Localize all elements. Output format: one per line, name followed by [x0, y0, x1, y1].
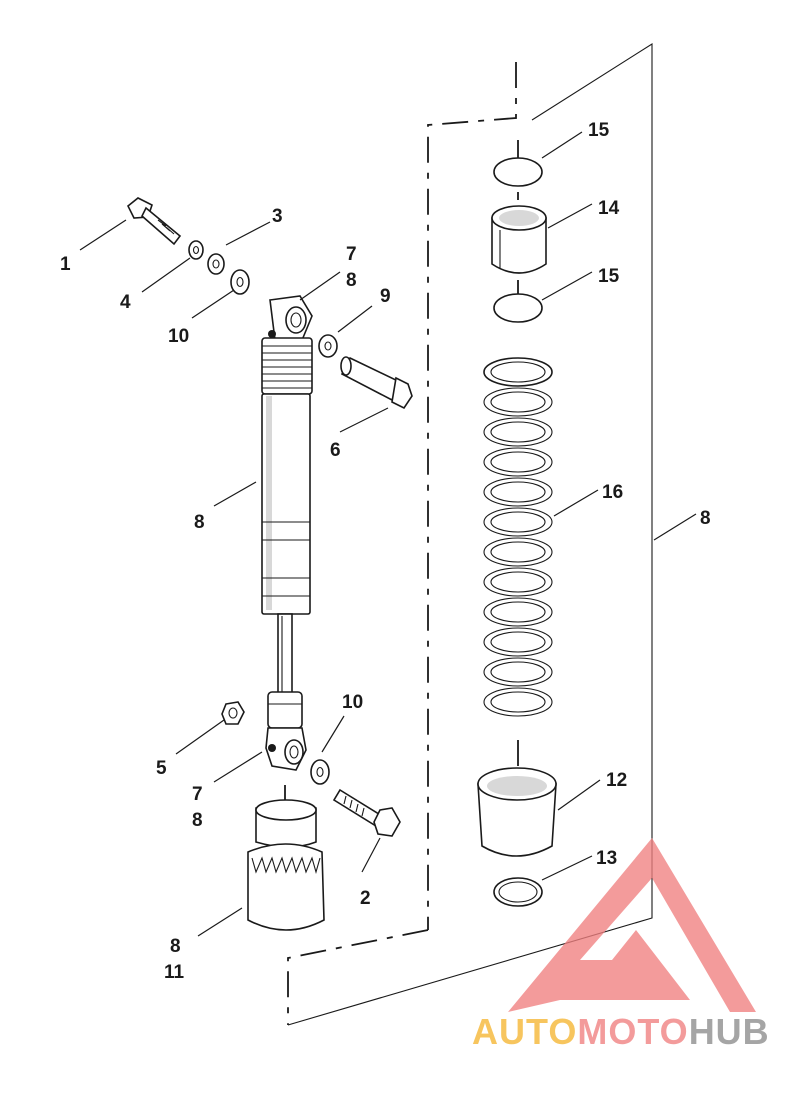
callout-4: 4 — [120, 292, 131, 313]
washers-top — [188, 240, 250, 295]
callout-5: 5 — [156, 758, 167, 779]
bolt-top — [126, 197, 182, 246]
watermark-text-hub: HUB — [689, 1011, 770, 1052]
watermark-text-auto: AUTO — [472, 1011, 577, 1052]
callout-3: 3 — [272, 206, 283, 227]
washer-and-pin — [318, 334, 413, 410]
callout-labels: 1 3 4 10 7 8 9 6 8 10 5 7 8 2 8 11 15 14… — [60, 120, 711, 983]
svg-text:AUTOMOTOHUB: AUTOMOTOHUB — [472, 1011, 770, 1052]
callout-8-assembly: 8 — [700, 508, 711, 529]
lower-washer-bolt — [310, 759, 401, 837]
callout-15-top: 15 — [588, 120, 610, 141]
callout-14: 14 — [598, 198, 620, 219]
spring-seat — [477, 767, 557, 857]
callout-8: 8 — [346, 270, 357, 291]
callout-8-shock-body: 8 — [194, 512, 205, 533]
nut — [221, 701, 245, 725]
callout-7: 7 — [346, 244, 357, 265]
watermark-triangle-logo — [508, 838, 756, 1012]
callout-6: 6 — [330, 440, 341, 461]
callout-7-lower: 7 — [192, 784, 203, 805]
automotohub-watermark: AUTOMOTOHUB — [472, 838, 770, 1052]
shock-absorber-body — [261, 295, 313, 771]
bump-stop-boot — [247, 799, 325, 931]
watermark-text-moto: MOTO — [577, 1011, 688, 1052]
snap-ring — [493, 877, 543, 907]
retaining-ring-middle — [493, 293, 543, 323]
callout-11: 11 — [164, 962, 185, 983]
callout-8-boot: 8 — [170, 936, 181, 957]
callout-1: 1 — [60, 254, 71, 275]
callout-10-lower: 10 — [342, 692, 363, 713]
callout-10: 10 — [168, 326, 189, 347]
callout-12: 12 — [606, 770, 627, 791]
callout-15-middle: 15 — [598, 266, 620, 287]
callout-13: 13 — [596, 848, 617, 869]
callout-8-lower: 8 — [192, 810, 203, 831]
callout-16: 16 — [602, 482, 623, 503]
callout-2: 2 — [360, 888, 371, 909]
centerlines — [284, 140, 519, 810]
assembly-bracket — [287, 43, 653, 1026]
bushing — [491, 205, 547, 274]
coil-spring — [483, 357, 553, 717]
retaining-ring-top — [493, 157, 543, 187]
callout-9: 9 — [380, 286, 391, 307]
leader-lines — [79, 131, 697, 937]
